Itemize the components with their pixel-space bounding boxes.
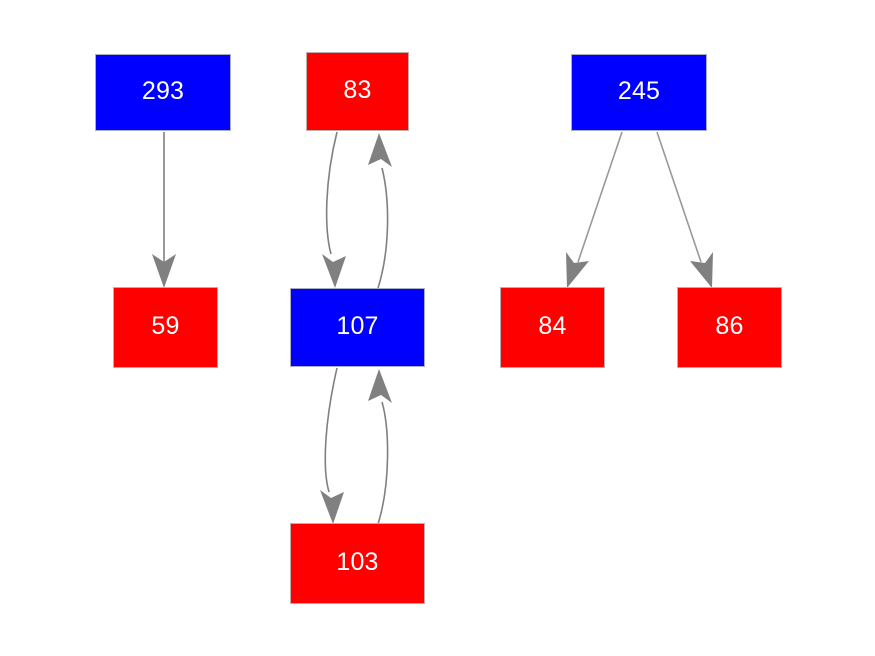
graph-node-293[interactable]: 293 xyxy=(95,54,231,131)
node-label: 245 xyxy=(617,77,661,105)
edge-293-to-59 xyxy=(152,132,176,288)
edge-245-to-84 xyxy=(566,131,623,288)
edge-83-to-107 xyxy=(322,131,346,288)
edge-245-to-86 xyxy=(656,131,713,288)
graph-node-84[interactable]: 84 xyxy=(500,287,605,368)
node-label: 103 xyxy=(336,548,379,576)
node-label: 59 xyxy=(151,312,180,340)
graph-node-86[interactable]: 86 xyxy=(677,287,782,368)
graph-node-59[interactable]: 59 xyxy=(113,287,218,368)
node-label: 107 xyxy=(336,312,379,340)
graph-node-103[interactable]: 103 xyxy=(290,523,425,604)
edge-107-to-83 xyxy=(368,133,392,289)
graph-node-83[interactable]: 83 xyxy=(306,52,409,131)
graph-node-107[interactable]: 107 xyxy=(290,288,425,367)
graph-node-245[interactable]: 245 xyxy=(571,54,707,131)
node-label: 84 xyxy=(538,312,567,340)
edge-107-to-103 xyxy=(320,367,344,524)
node-label: 293 xyxy=(141,77,185,105)
edge-103-to-107 xyxy=(368,369,392,525)
node-label: 86 xyxy=(715,312,744,340)
node-label: 83 xyxy=(343,76,372,104)
